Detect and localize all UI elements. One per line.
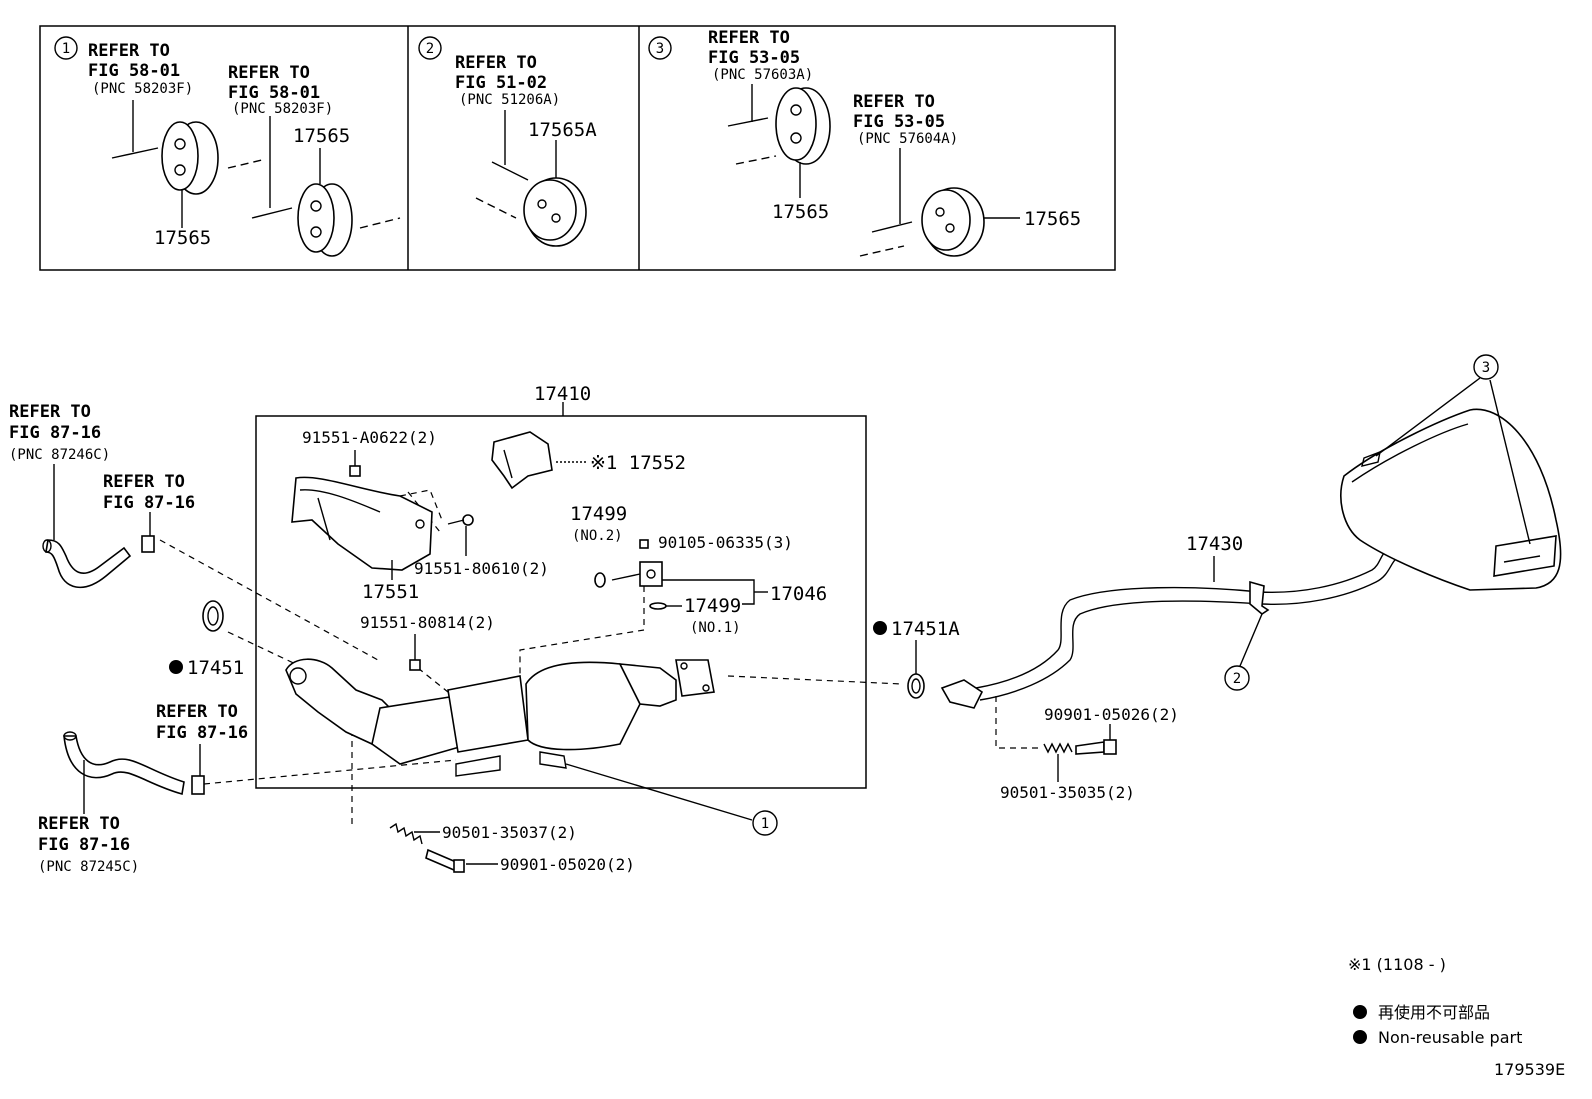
refer-pnc: (PNC 57604A) [857, 131, 958, 147]
bolt-90105 [639, 539, 649, 549]
refer-fig: FIG 58-01 [88, 61, 180, 81]
part-number-17499-no1: 17499 [684, 595, 741, 617]
muffler [1340, 408, 1562, 591]
part-number: 17565 [154, 227, 211, 249]
hanger-panels-frame [39, 25, 1116, 271]
refer-label: REFER TO [103, 472, 185, 492]
refer-label: REFER TO [228, 63, 310, 83]
part-number: 17565 [1024, 208, 1081, 230]
refer-fig: FIG 87-16 [103, 493, 195, 513]
callout-3 [1473, 354, 1499, 380]
gasket-17499-no2 [594, 572, 606, 588]
refer-fig: FIG 58-01 [228, 83, 320, 103]
refer-label: REFER TO [156, 702, 238, 722]
gasket-17451a [907, 640, 925, 699]
refer-label: REFER TO [38, 814, 120, 834]
part-number-17551: 17551 [362, 581, 419, 603]
hanger-rubber [775, 87, 831, 165]
callout-2 [1224, 665, 1250, 691]
refer-fig: FIG 51-02 [455, 73, 547, 93]
exhaust-front-pipe-converter [285, 658, 715, 777]
legend-dot [1353, 1005, 1367, 1019]
legend-english: Non-reusable part [1378, 1028, 1522, 1047]
panel-number: 3 [656, 41, 664, 57]
panel-number: 1 [62, 41, 70, 57]
pressure-sensor [611, 561, 663, 587]
panel-3: 3 REFER TO FIG 53-05 (PNC 57603A) REFER … [648, 28, 1081, 257]
hanger-rubber [297, 183, 353, 257]
part-number-91551-80814: 91551-80814(2) [360, 613, 495, 632]
callout-1 [752, 810, 778, 836]
refer-pnc: (PNC 87246C) [9, 447, 110, 463]
callout-number: 1 [761, 816, 769, 832]
refer-pnc: (PNC 51206A) [459, 92, 560, 108]
part-number-90501-35035: 90501-35035(2) [1000, 783, 1135, 802]
heat-protector-17552 [491, 431, 553, 490]
bolt-91551-80610 [447, 514, 474, 526]
refer-fig: FIG 53-05 [853, 112, 945, 132]
panel-2: 2 REFER TO FIG 51-02 (PNC 51206A) 17565A [418, 36, 597, 247]
refer-label: REFER TO [455, 53, 537, 73]
spring-90501-35035 [1043, 742, 1073, 754]
refer-pnc: (PNC 58203F) [92, 81, 193, 97]
non-reusable-dot [873, 621, 887, 635]
part-number-90501-35037: 90501-35037(2) [442, 823, 577, 842]
part-number-91551-a0622: 91551-A0622(2) [302, 428, 437, 447]
part-number: 17565A [528, 119, 597, 141]
refer-label: REFER TO [88, 41, 170, 61]
bolt-90901-05026 [1075, 724, 1117, 755]
callout-number: 3 [1482, 360, 1490, 376]
assembly-17410-box [255, 415, 867, 789]
part-number-91551-80610: 91551-80610(2) [414, 559, 549, 578]
tail-pipe-17430 [940, 545, 1403, 709]
panel-number: 2 [426, 41, 434, 57]
part-number: 17565 [772, 201, 829, 223]
refer-pnc: (PNC 87245C) [38, 859, 139, 875]
part-number: 17565 [293, 125, 350, 147]
gasket-17499-no1 [649, 602, 667, 610]
part-number-90105: 90105-06335(3) [658, 533, 793, 552]
refer-pnc: (PNC 57603A) [712, 67, 813, 83]
refer-fig: FIG 53-05 [708, 48, 800, 68]
refer-label: REFER TO [9, 402, 91, 422]
hanger-rubber [523, 177, 587, 247]
legend-dot [1353, 1030, 1367, 1044]
callout-number: 2 [1233, 671, 1241, 687]
part-number-17410: 17410 [534, 383, 591, 405]
refer-fig: FIG 87-16 [9, 423, 101, 443]
hanger-rubber [921, 187, 985, 257]
bolt-90901-05020 [425, 848, 465, 873]
part-number-90901-05020: 90901-05020(2) [500, 855, 635, 874]
refer-label: REFER TO [708, 28, 790, 48]
panel-1: 1 REFER TO FIG 58-01 (PNC 58203F) REFER … [54, 36, 401, 257]
footnote-1: ※1 (1108 - ) [1348, 955, 1446, 974]
part-number-17499-no2: 17499 [570, 503, 627, 525]
label-no1: (NO.1) [690, 620, 741, 636]
bolt-91551-a0622 [349, 450, 361, 477]
part-number-17430: 17430 [1186, 533, 1243, 555]
figure-code: 179539E [1494, 1060, 1565, 1079]
heat-insulator-17551 [291, 476, 443, 571]
part-number-17451: 17451 [187, 657, 244, 679]
hose-lower [63, 731, 205, 814]
gasket-17451 [202, 600, 224, 632]
label-no2: (NO.2) [572, 528, 623, 544]
bolt-91551-80814 [409, 634, 421, 671]
part-number-17552: ※1 17552 [590, 452, 686, 474]
non-reusable-dot [169, 660, 183, 674]
hanger-rubber [161, 121, 219, 195]
part-number-17046: 17046 [770, 583, 827, 605]
part-number-17451a: 17451A [891, 618, 960, 640]
refer-label: REFER TO [853, 92, 935, 112]
part-number-90901-05026: 90901-05026(2) [1044, 705, 1179, 724]
refer-fig: FIG 87-16 [156, 723, 248, 743]
refer-pnc: (PNC 58203F) [232, 101, 333, 117]
hose-upper [42, 464, 155, 589]
refer-fig: FIG 87-16 [38, 835, 130, 855]
legend-japanese: 再使用不可部品 [1378, 1003, 1490, 1022]
spring-90501-35037 [389, 822, 423, 845]
